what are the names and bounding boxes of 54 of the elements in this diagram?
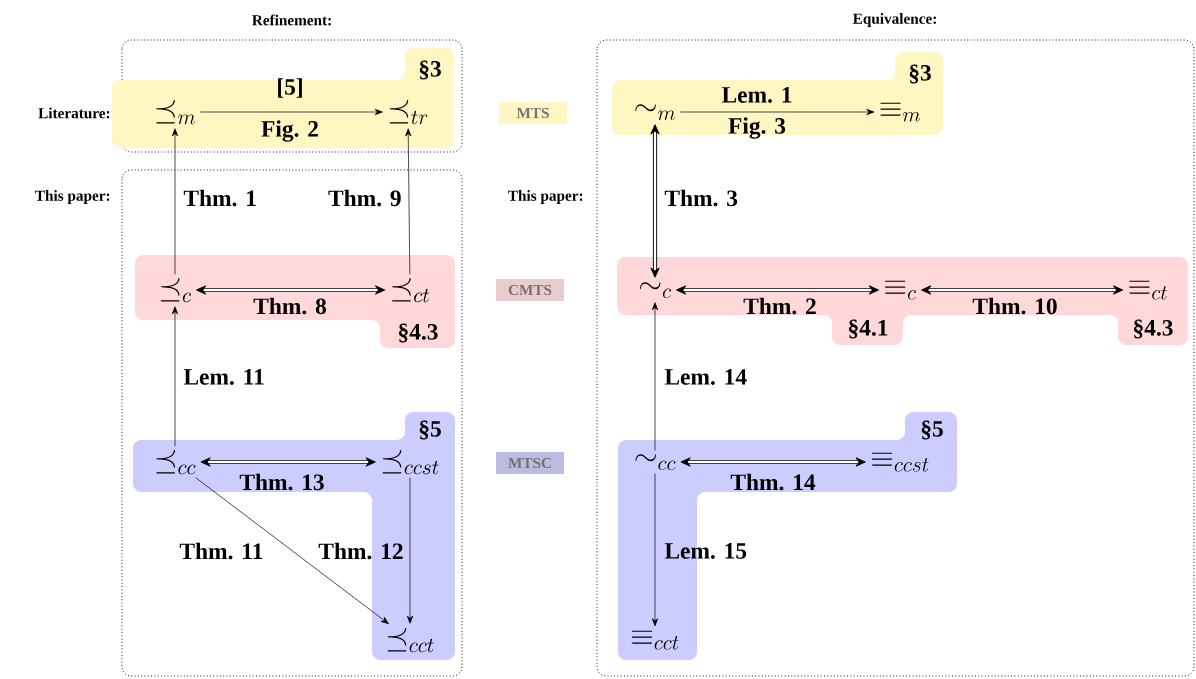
- relation-symbol: $\preceq_{cc}$: [156, 450, 196, 475]
- edge-label: Lem. 1: [721, 87, 792, 103]
- edge-label: Thm. 8: [253, 297, 326, 315]
- edge-label: Thm. 3: [664, 189, 738, 207]
- node-label: Literature:: [38, 107, 110, 119]
- column-heading: This paper:: [508, 190, 583, 204]
- reference-label: Fig. 2: [261, 120, 318, 142]
- relation-symbol: $\equiv_{c}$: [885, 280, 916, 300]
- arrow: [171, 306, 179, 447]
- arrow: [196, 285, 386, 295]
- edge-label: Lem. 14: [664, 369, 747, 385]
- arrow: [651, 302, 659, 451]
- node-label: Equivalence:: [852, 13, 936, 27]
- relation-symbol: $\equiv_{m}$: [880, 102, 921, 122]
- arrow: [676, 285, 879, 295]
- relation-symbol: $\equiv_{ccst}$: [871, 452, 929, 472]
- node-label: This paper:: [35, 190, 110, 204]
- edge-label: Lem. 15: [664, 543, 747, 559]
- column-heading: Refinement:: [252, 14, 331, 26]
- arrow: [195, 477, 389, 625]
- legend-label: CMTS: [508, 284, 552, 296]
- relation-symbol: $\equiv_{cct}$: [631, 630, 679, 650]
- edge-label: Thm. 12: [318, 542, 403, 560]
- edge-label: Lem. 11: [183, 369, 264, 385]
- edge-label: Thm. 2: [743, 297, 816, 315]
- arrow: [679, 108, 875, 116]
- edge-label: Thm. 11: [179, 542, 263, 560]
- legend-label: MTSC: [508, 457, 551, 469]
- relation-symbol: $\preceq_{c}$: [160, 278, 191, 303]
- relation-symbol: $\preceq_{ct}$: [392, 278, 430, 303]
- relation-symbol: $\preceq_{m}$: [156, 100, 196, 125]
- arrow: [650, 124, 660, 278]
- relation-symbol: $\preceq_{ccst}$: [382, 450, 439, 475]
- relation-symbol: $\preceq_{cct}$: [387, 628, 434, 653]
- arrow: [651, 473, 659, 627]
- relation-symbol: $\equiv_{ct}$: [1129, 280, 1168, 300]
- edge-label: Thm. 9: [328, 189, 401, 207]
- legend-label: MTS: [516, 107, 549, 119]
- arrow: [199, 108, 383, 116]
- arrow: [406, 477, 414, 624]
- edge-label: [5]: [278, 78, 302, 98]
- arrow: [200, 457, 376, 467]
- edge-label: Thm. 10: [972, 297, 1057, 315]
- edge-label: Thm. 14: [730, 473, 816, 491]
- arrow: [171, 128, 179, 275]
- relation-symbol: $\sim_{c}$: [640, 282, 671, 299]
- edge-label: Thm. 13: [239, 473, 324, 491]
- edge-label: Thm. 1: [183, 189, 256, 207]
- relation-symbol: $\preceq_{tr}$: [389, 100, 428, 125]
- arrow: [405, 128, 412, 275]
- relation-symbol: $\sim_{cc}$: [635, 454, 676, 471]
- arrow: [680, 457, 866, 467]
- relation-symbol: $\sim_{m}$: [635, 104, 676, 121]
- arrow: [921, 285, 1124, 295]
